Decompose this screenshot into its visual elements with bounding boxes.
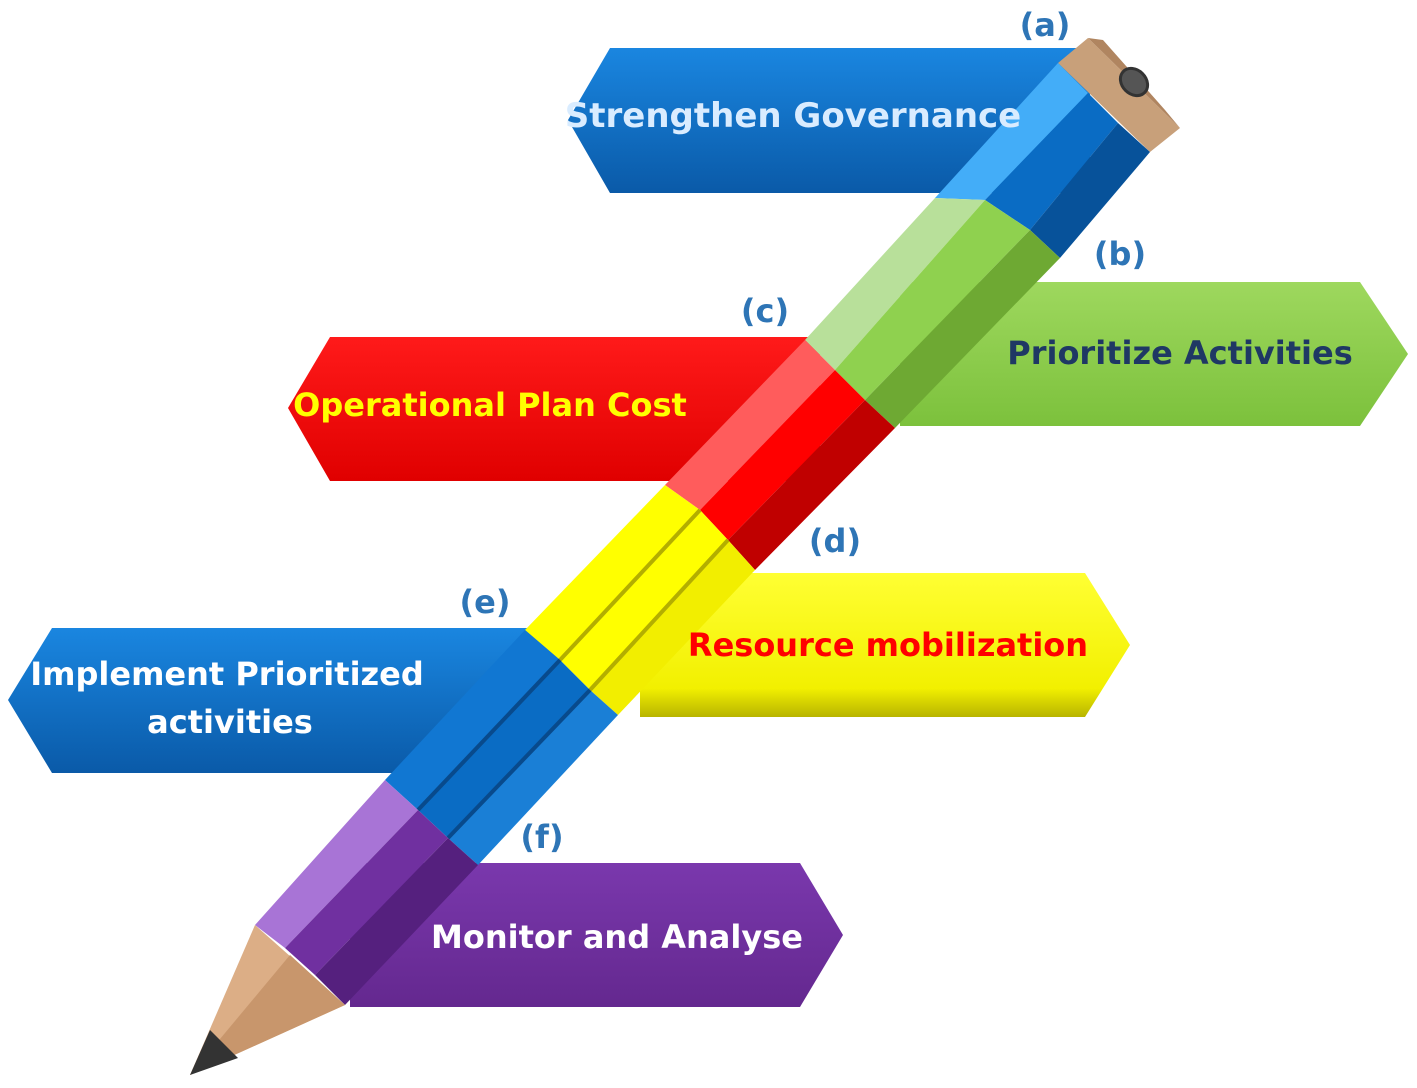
step-b-letter: (b) [1094,235,1146,273]
step-d-text: Resource mobilization [688,626,1088,664]
step-c-letter: (c) [741,292,789,330]
pencil-tip [190,925,345,1075]
pencil-segment-c [665,340,895,570]
step-e-text-line2: activities [147,703,313,741]
pencil-segment-f [255,780,478,1005]
step-c-shape [288,337,820,481]
step-a-banner [568,48,1090,193]
step-e-letter: (e) [460,583,511,621]
step-b-text: Prioritize Activities [1007,334,1353,372]
step-f-text: Monitor and Analyse [431,918,803,956]
step-e-text-line1: Implement Prioritized [30,655,424,693]
step-d-banner [640,573,1130,717]
pencil [190,38,1180,1075]
step-e-banner [8,628,560,773]
step-f-banner [350,863,843,1007]
pencil-segment-a [935,63,1150,258]
step-f-letter: (f) [520,818,563,856]
step-c-text: Operational Plan Cost [293,386,687,424]
pencil-segment-e [385,630,618,865]
step-d-shape [640,573,1130,717]
step-a-text: Strengthen Governance [565,96,1022,136]
pencil-segment-d [525,485,755,715]
pencil-end-cap [1058,38,1180,152]
step-b-banner [900,282,1408,426]
pencil-segment-b [805,198,1060,428]
step-b-shape [900,282,1408,426]
step-a-shape [568,48,1090,193]
step-a-letter: (a) [1020,6,1071,44]
step-e-shape [8,628,560,773]
step-f-shape [350,863,843,1007]
step-c-banner [288,337,820,481]
step-d-letter: (d) [809,522,861,560]
